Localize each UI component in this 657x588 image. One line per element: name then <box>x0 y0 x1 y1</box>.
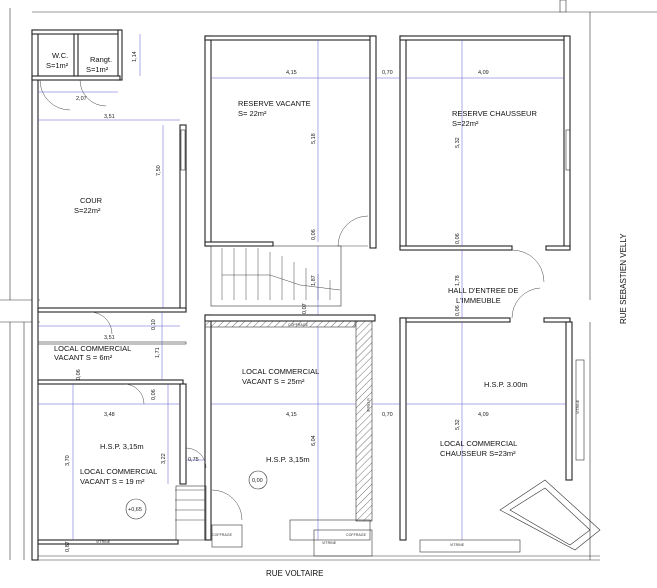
staircase <box>175 245 342 521</box>
dim-532: 5,32 <box>455 137 461 148</box>
cour-name: COUR <box>80 196 103 205</box>
cour-area: S=22m² <box>74 206 101 215</box>
dim-006-c: 0,06 <box>455 305 461 316</box>
reserve-chausseur-area: S=22m² <box>452 119 479 128</box>
coffrage-bottom: COFFRAGE <box>346 533 367 537</box>
hsp-right: H.S.P. 3.00m <box>484 380 528 389</box>
dim-114: 1,14 <box>132 51 138 62</box>
wc-name: W.C. <box>52 51 68 60</box>
street-bottom-label: RUE VOLTAIRE <box>266 569 324 578</box>
dim-006-d: 0,06 <box>76 369 82 380</box>
vitrine-left: VITRINE <box>96 540 111 544</box>
dim-187: 1,87 <box>311 275 317 286</box>
level-marker-065 <box>125 498 147 520</box>
local-chausseur-line2: CHAUSSEUR S=23m² <box>440 449 516 458</box>
dim-518: 5,18 <box>311 133 317 144</box>
dim-415-top: 4,15 <box>286 70 297 76</box>
dim-070-top: 0,70 <box>382 70 393 76</box>
dim-348: 3,48 <box>104 412 115 418</box>
dim-007: 0,07 <box>302 303 308 314</box>
dim-006-e: 0,06 <box>151 389 157 400</box>
hall-line1: HALL D'ENTREE DE <box>448 286 518 295</box>
dim-604: 6,04 <box>311 435 317 446</box>
local-vacant-19-line2: VACANT S = 19 m² <box>80 477 145 486</box>
level-marker-000 <box>248 470 268 490</box>
dim-415-bot: 4,15 <box>286 412 297 418</box>
dim-409-top: 4,09 <box>478 70 489 76</box>
dim-351-top: 3,51 <box>104 114 115 120</box>
local-vacant-6-line2: VACANT S = 6m² <box>54 353 113 362</box>
dim-409-bot: 4,09 <box>478 412 489 418</box>
dim-070-bot: 0,70 <box>382 412 393 418</box>
local-chausseur-line1: LOCAL COMMERCIAL <box>440 439 517 448</box>
dim-178: 1,78 <box>455 275 461 286</box>
dim-171: 1,71 <box>155 347 161 358</box>
dim-532-bot: 5,32 <box>455 419 461 430</box>
reserve-vacante-name: RESERVE VACANTE <box>238 99 311 108</box>
wc-area: S=1m² <box>46 61 69 70</box>
local-vacant-6-line1: LOCAL COMMERCIAL <box>54 344 131 353</box>
dim-750: 7,50 <box>156 165 162 176</box>
rangt-area: S=1m² <box>86 65 109 74</box>
coffrage-top: COFFRAGE <box>288 323 309 327</box>
dim-322: 3,22 <box>161 453 167 464</box>
reserve-vacante-area: S= 22m² <box>238 109 267 118</box>
dim-087: 0,87 <box>65 541 71 552</box>
level-065-text: +0,65 <box>128 507 142 513</box>
dim-351-mid: 3,51 <box>104 335 115 341</box>
vitrine-hatch: VITRINE <box>366 398 370 413</box>
dim-006-b: 0,06 <box>455 233 461 244</box>
annotations: COFFRAGE COFFRAGE COFFRAGE VITRINE VITRI… <box>96 323 580 547</box>
dim-010: 0,10 <box>151 319 157 330</box>
reserve-chausseur-name: RESERVE CHAUSSEUR <box>452 109 537 118</box>
local-vacant-25-line1: LOCAL COMMERCIAL <box>242 367 319 376</box>
level-000-text: 0,00 <box>252 478 263 484</box>
dimension-texts: 4,15 0,70 4,09 1,14 2,07 3,51 7,50 5,18 … <box>65 51 489 552</box>
vitrine-right: VITRINE <box>576 399 580 414</box>
coffrage-left: COFFRAGE <box>212 533 233 537</box>
hall-line2: L'IMMEUBLE <box>456 296 501 305</box>
rangt-name: Rangt. <box>90 55 112 64</box>
local-vacant-25-line2: VACANT S = 25m² <box>242 377 305 386</box>
vitrine-middle: VITRINE <box>322 541 337 545</box>
dim-006-a: 0,06 <box>311 229 317 240</box>
hsp-left: H.S.P. 3,15m <box>100 442 144 451</box>
vitrine-bottom: VITRINE <box>450 543 465 547</box>
level-markers: 0,00 +0,65 <box>125 470 268 520</box>
street-right-label: RUE SEBASTIEN VELLY <box>619 233 628 324</box>
dim-370: 3,70 <box>65 455 71 466</box>
dimension-lines <box>38 34 566 540</box>
doors <box>39 79 545 521</box>
dim-207: 2,07 <box>76 96 87 102</box>
room-labels: W.C. S=1m² Rangt. S=1m² COUR S=22m² RESE… <box>46 51 537 486</box>
hsp-middle: H.S.P. 3,15m <box>266 455 310 464</box>
walls <box>0 0 657 561</box>
local-vacant-19-line1: LOCAL COMMERCIAL <box>80 467 157 476</box>
dim-075: 0,75 <box>188 457 199 463</box>
